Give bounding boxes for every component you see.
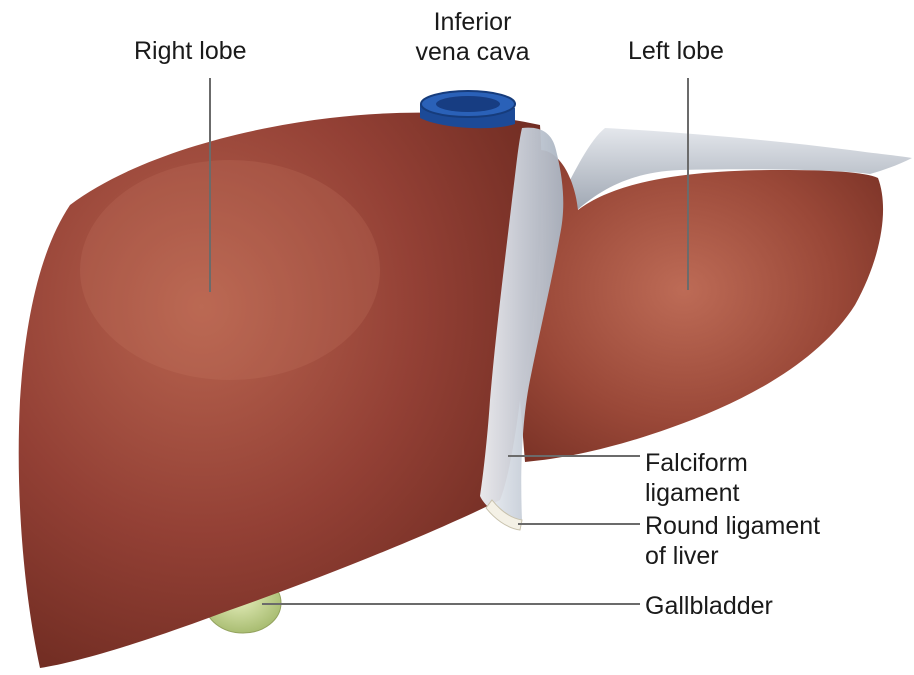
right-lobe-sheen <box>80 160 380 380</box>
label-gallbladder: Gallbladder <box>645 591 773 621</box>
label-ivc-line1: Inferior <box>390 7 555 37</box>
vena-cava-shape <box>420 91 515 128</box>
label-left-lobe: Left lobe <box>628 36 724 66</box>
label-inferior-vena-cava: Inferior vena cava <box>390 7 555 67</box>
label-round-ligament: Round ligament of liver <box>645 511 820 571</box>
label-falciform-line1: Falciform <box>645 448 748 478</box>
label-round-line2: of liver <box>645 541 820 571</box>
label-right-lobe: Right lobe <box>134 36 247 66</box>
label-falciform-line2: ligament <box>645 478 748 508</box>
label-falciform-ligament: Falciform ligament <box>645 448 748 508</box>
label-ivc-line2: vena cava <box>390 37 555 67</box>
left-lobe-shape <box>520 150 883 462</box>
label-round-line1: Round ligament <box>645 511 820 541</box>
